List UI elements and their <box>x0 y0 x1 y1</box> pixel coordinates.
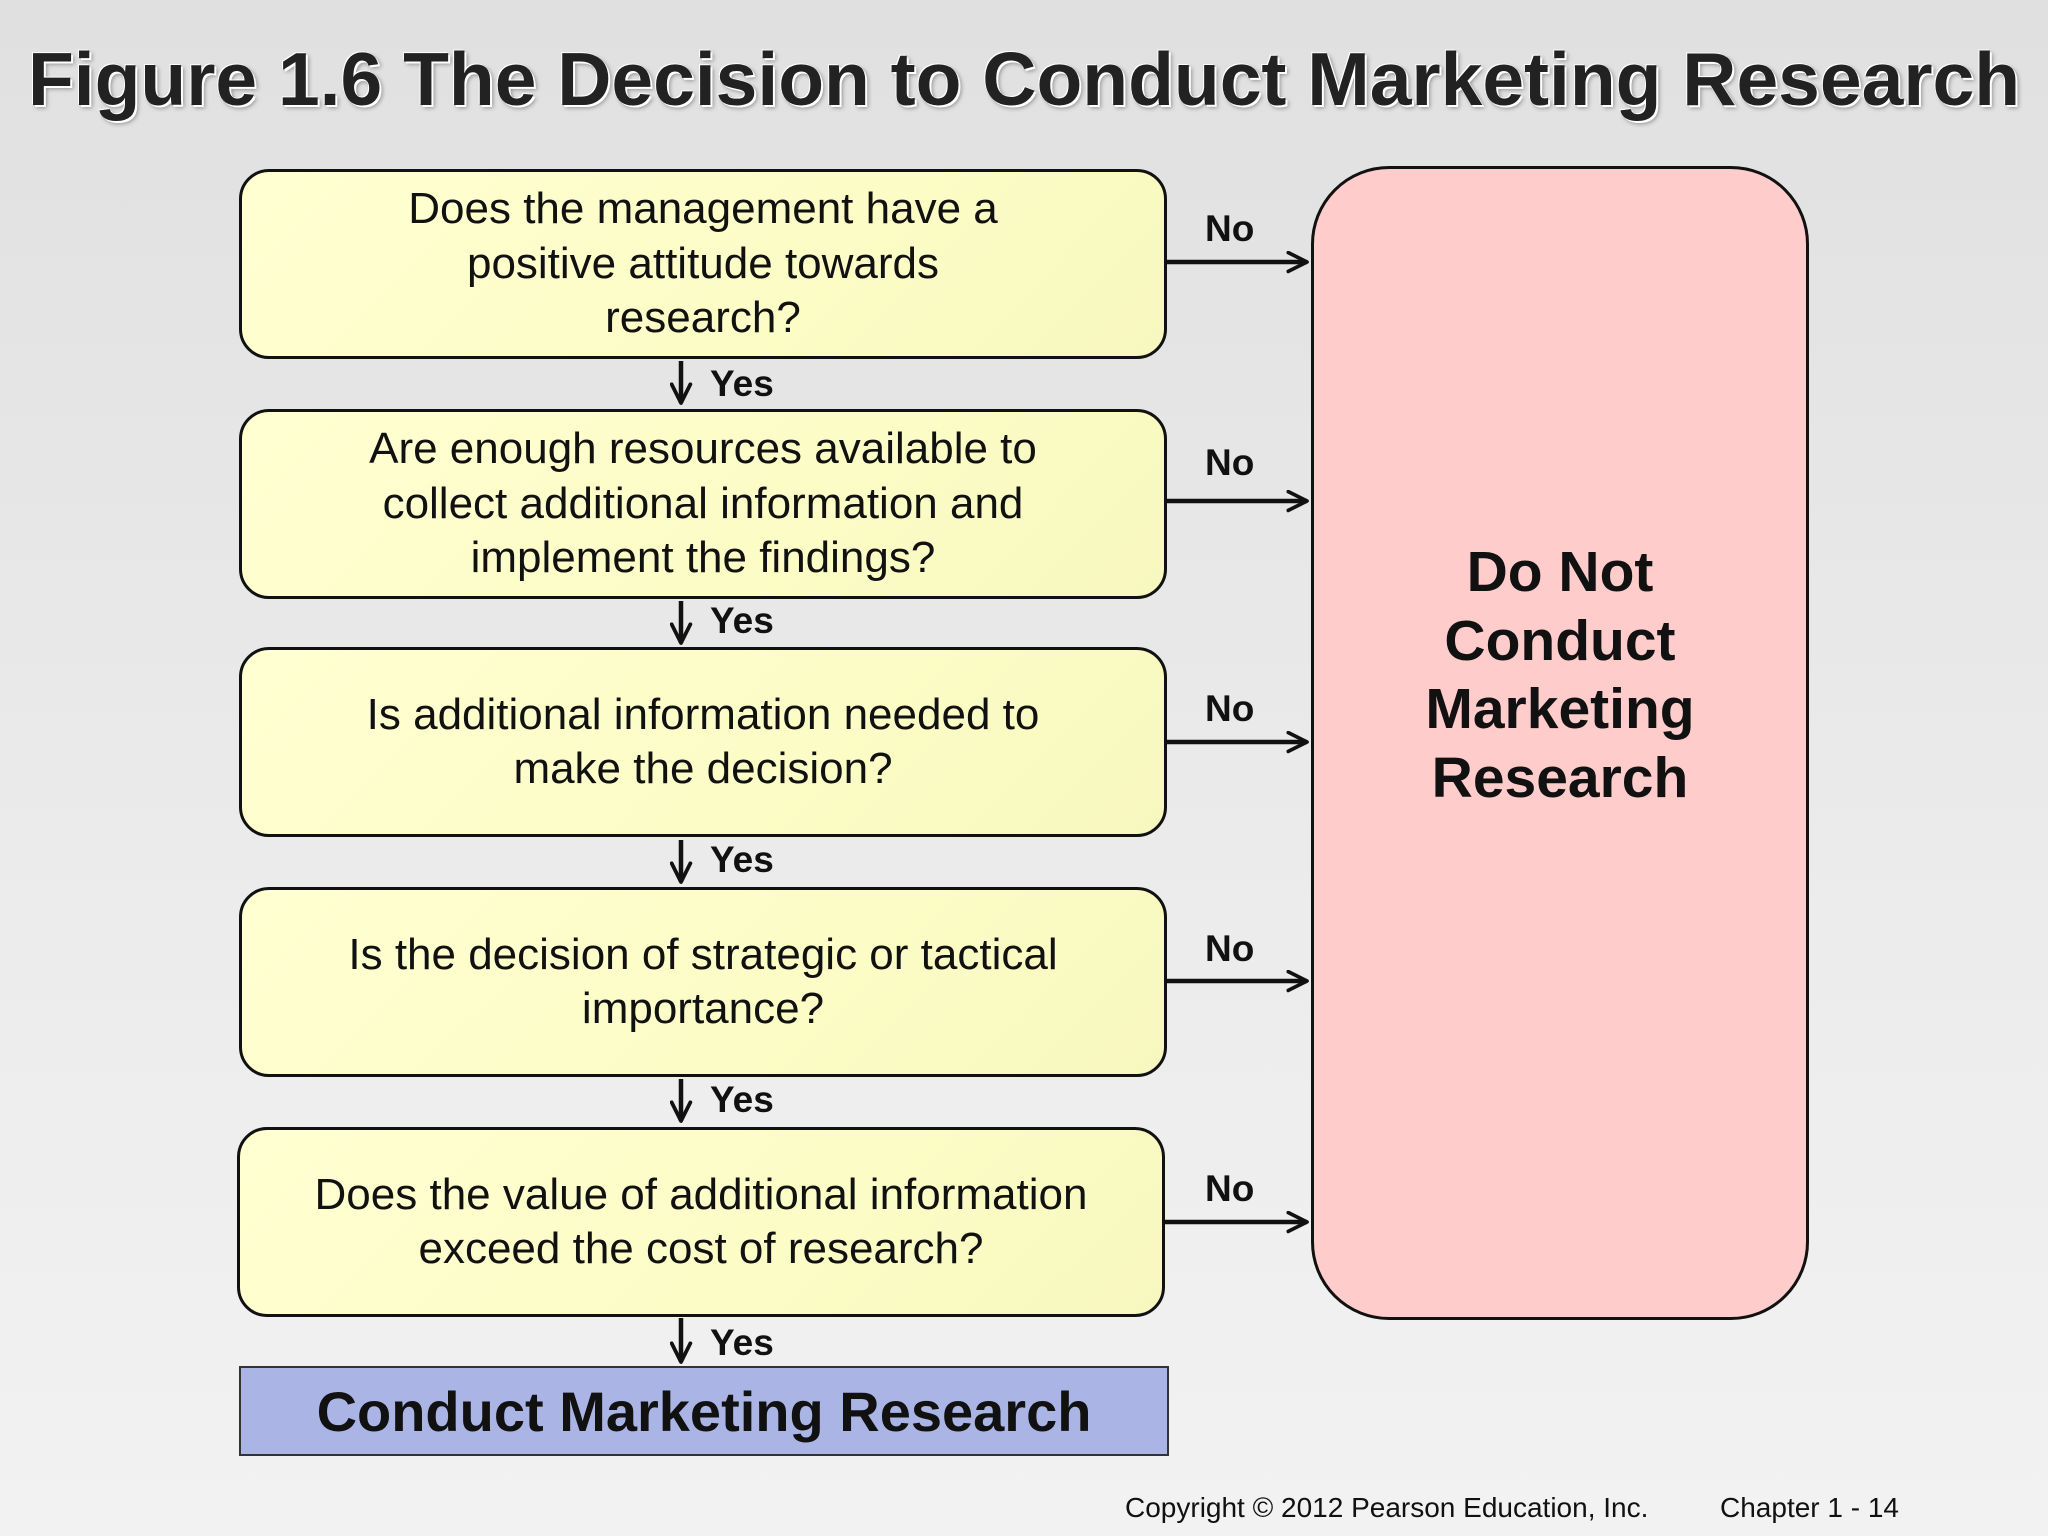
decision-box-management-attitude: Does the management have a positive atti… <box>239 169 1167 359</box>
decision-box-value-vs-cost: Does the value of additional information… <box>237 1127 1165 1317</box>
no-label-3: No <box>1205 688 1255 729</box>
page-title: Figure 1.6 The Decision to Conduct Marke… <box>27 37 2021 121</box>
no-label-4: No <box>1205 928 1255 969</box>
decision-box-information-needed: Is additional information needed to make… <box>239 647 1167 837</box>
no-arrows <box>1165 250 1309 1234</box>
no-label-1: No <box>1205 208 1255 249</box>
do-not-conduct-box: Do Not Conduct Marketing Research <box>1311 166 1809 1320</box>
decision-box-importance: Is the decision of strategic or tactical… <box>239 887 1167 1077</box>
copyright-notice: Copyright © 2012 Pearson Education, Inc. <box>1125 1492 1649 1523</box>
no-label-2: No <box>1205 442 1255 483</box>
decision-box-text: Does the value of additional information… <box>314 1169 1088 1274</box>
yes-label-1: Yes <box>710 363 774 404</box>
decision-box-resources: Are enough resources available to collec… <box>239 409 1167 599</box>
yes-label-2: Yes <box>710 600 774 641</box>
yes-label-4: Yes <box>710 1079 774 1120</box>
decision-box-text: Are enough resources available to collec… <box>369 424 1037 583</box>
yes-label-5: Yes <box>710 1322 774 1363</box>
decision-box-text: Is the decision of strategic or tactical… <box>348 929 1058 1034</box>
do-not-conduct-label: Do Not Conduct Marketing Research <box>1425 540 1695 810</box>
decision-box-text: Is additional information needed to make… <box>366 689 1040 794</box>
no-label-5: No <box>1205 1168 1255 1209</box>
yes-label-3: Yes <box>710 839 774 880</box>
decision-box-text: Does the management have a positive atti… <box>408 184 998 343</box>
slide-page-number: Chapter 1 - 14 <box>1720 1492 1899 1523</box>
conduct-research-label: Conduct Marketing Research <box>316 1379 1092 1443</box>
conduct-research-box: Conduct Marketing Research <box>239 1366 1169 1456</box>
